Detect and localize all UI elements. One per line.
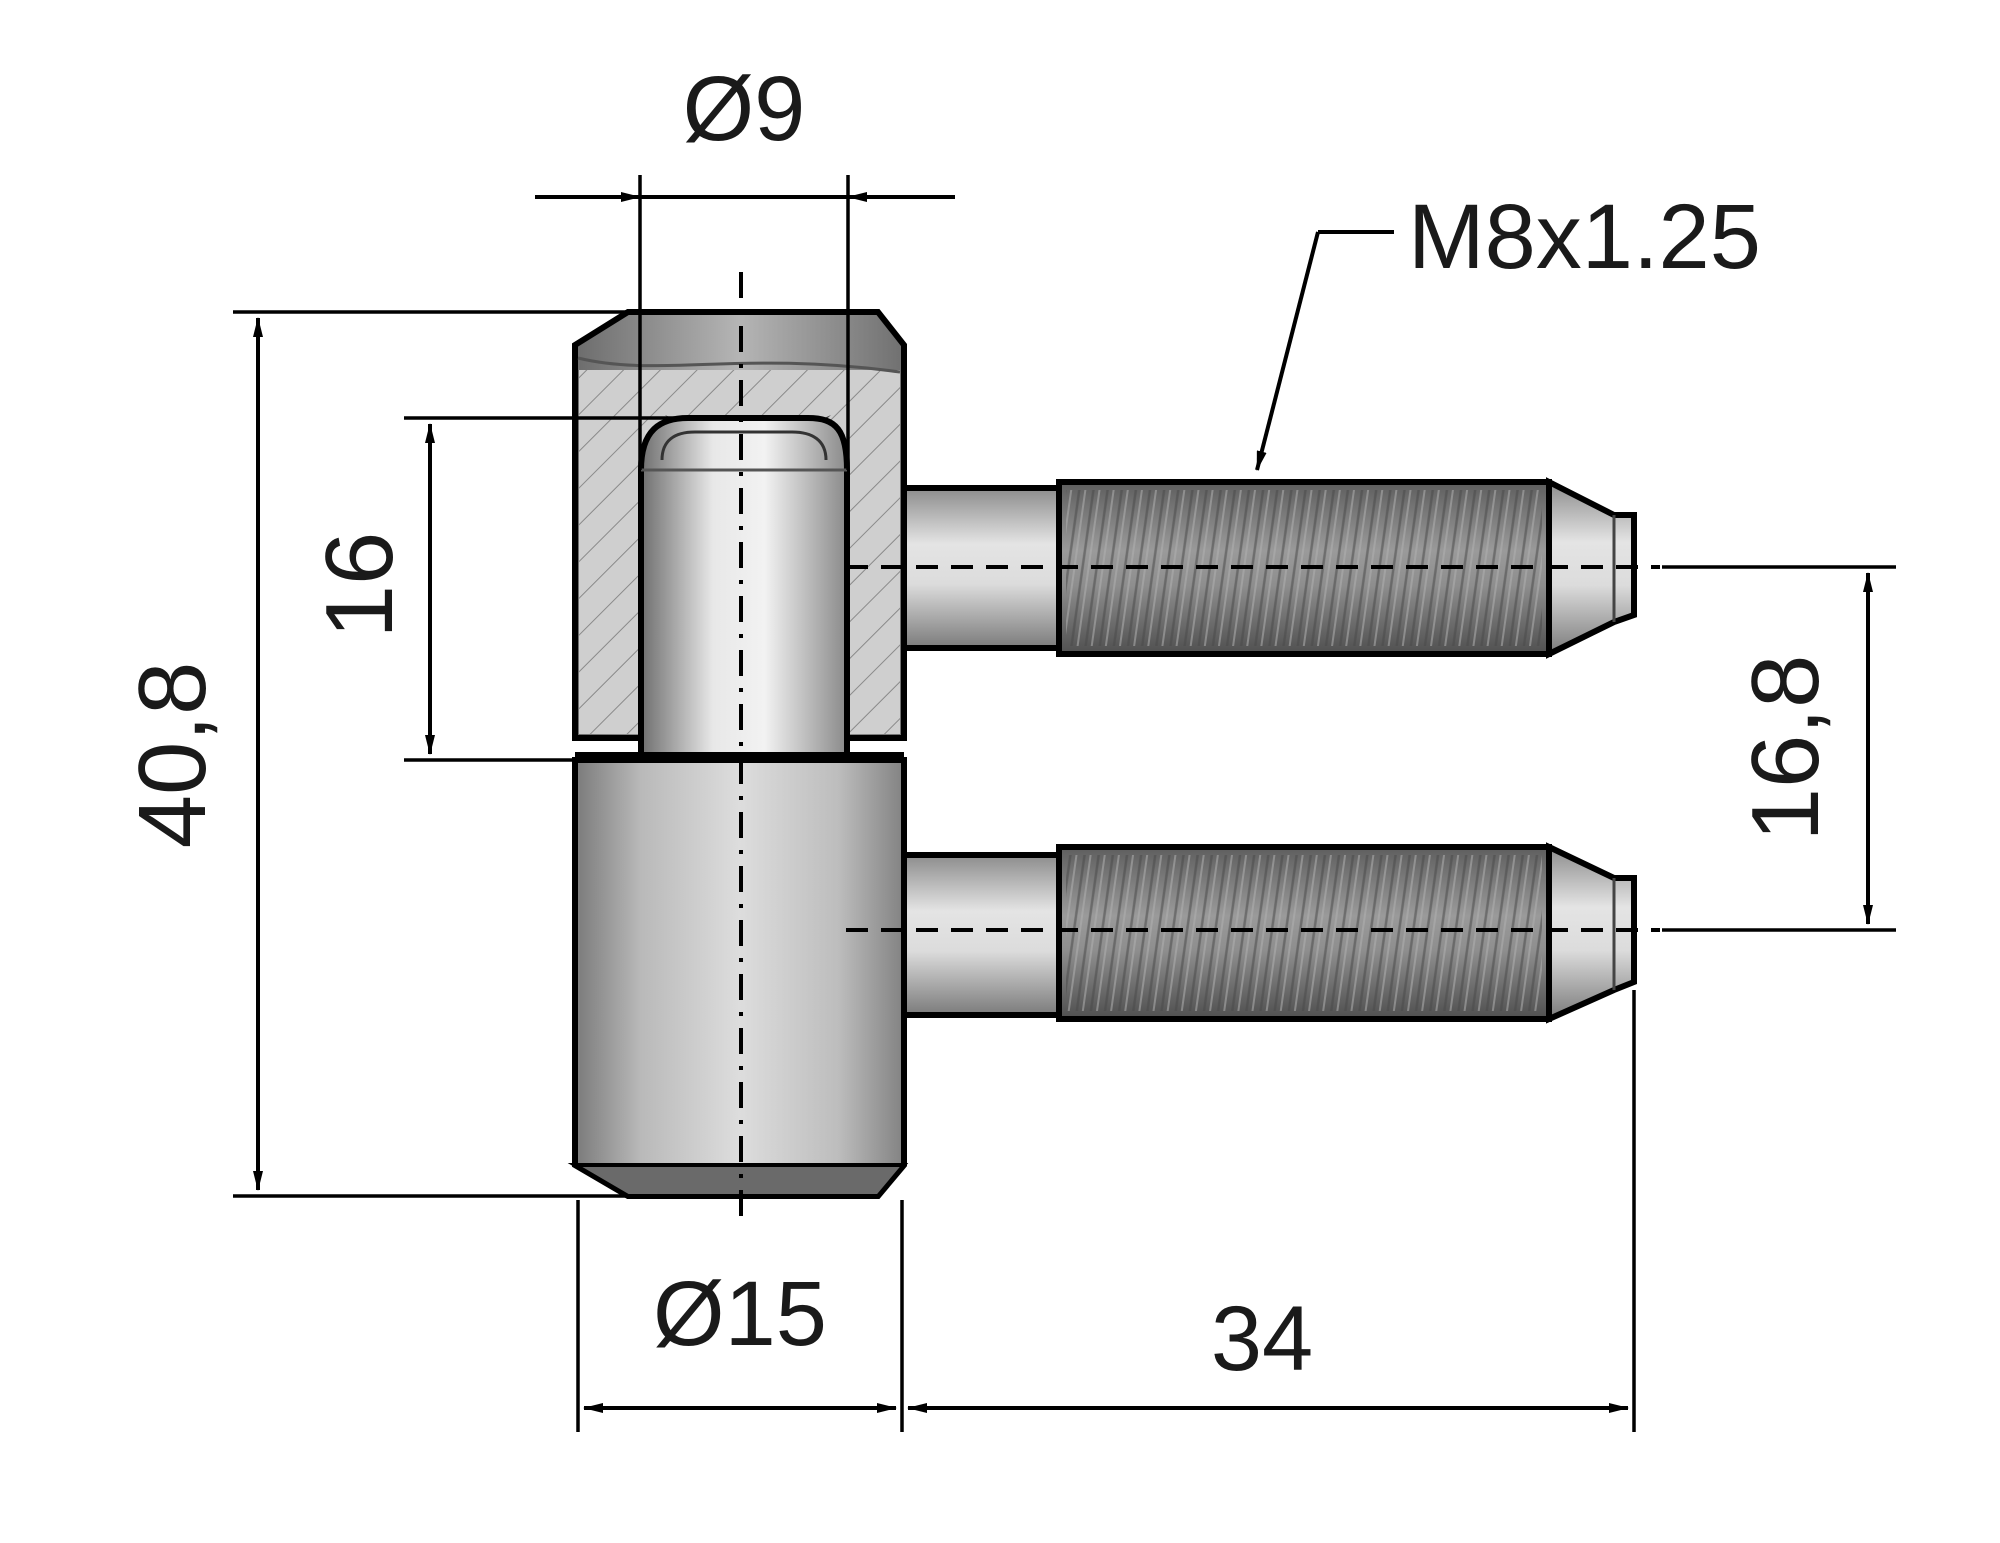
centerlines (739, 272, 1660, 1218)
lower-threaded-stud (901, 842, 1637, 1024)
dim-total-height: 40,8 (119, 310, 630, 1198)
thread-length-label: 34 (1211, 1288, 1313, 1390)
thread-callout: M8x1.25 (1255, 186, 1761, 471)
hinge-pin (638, 415, 850, 758)
dim-body-diameter: Ø15 (576, 1200, 904, 1432)
dim-pin-spacing: 16,8 (1662, 565, 1896, 932)
thread-spec-label: M8x1.25 (1408, 186, 1761, 288)
pin-spacing-label: 16,8 (1732, 655, 1839, 842)
bore-diameter-label: Ø9 (683, 58, 806, 160)
dim-pin-length: 16 (306, 416, 690, 762)
dim-thread-length: 34 (907, 990, 1636, 1432)
total-height-label: 40,8 (119, 662, 226, 849)
lower-knuckle (567, 752, 909, 1199)
dim-bore-diameter: Ø9 (535, 58, 955, 470)
body-diameter-label: Ø15 (653, 1263, 827, 1365)
pin-length-label: 16 (306, 532, 413, 639)
